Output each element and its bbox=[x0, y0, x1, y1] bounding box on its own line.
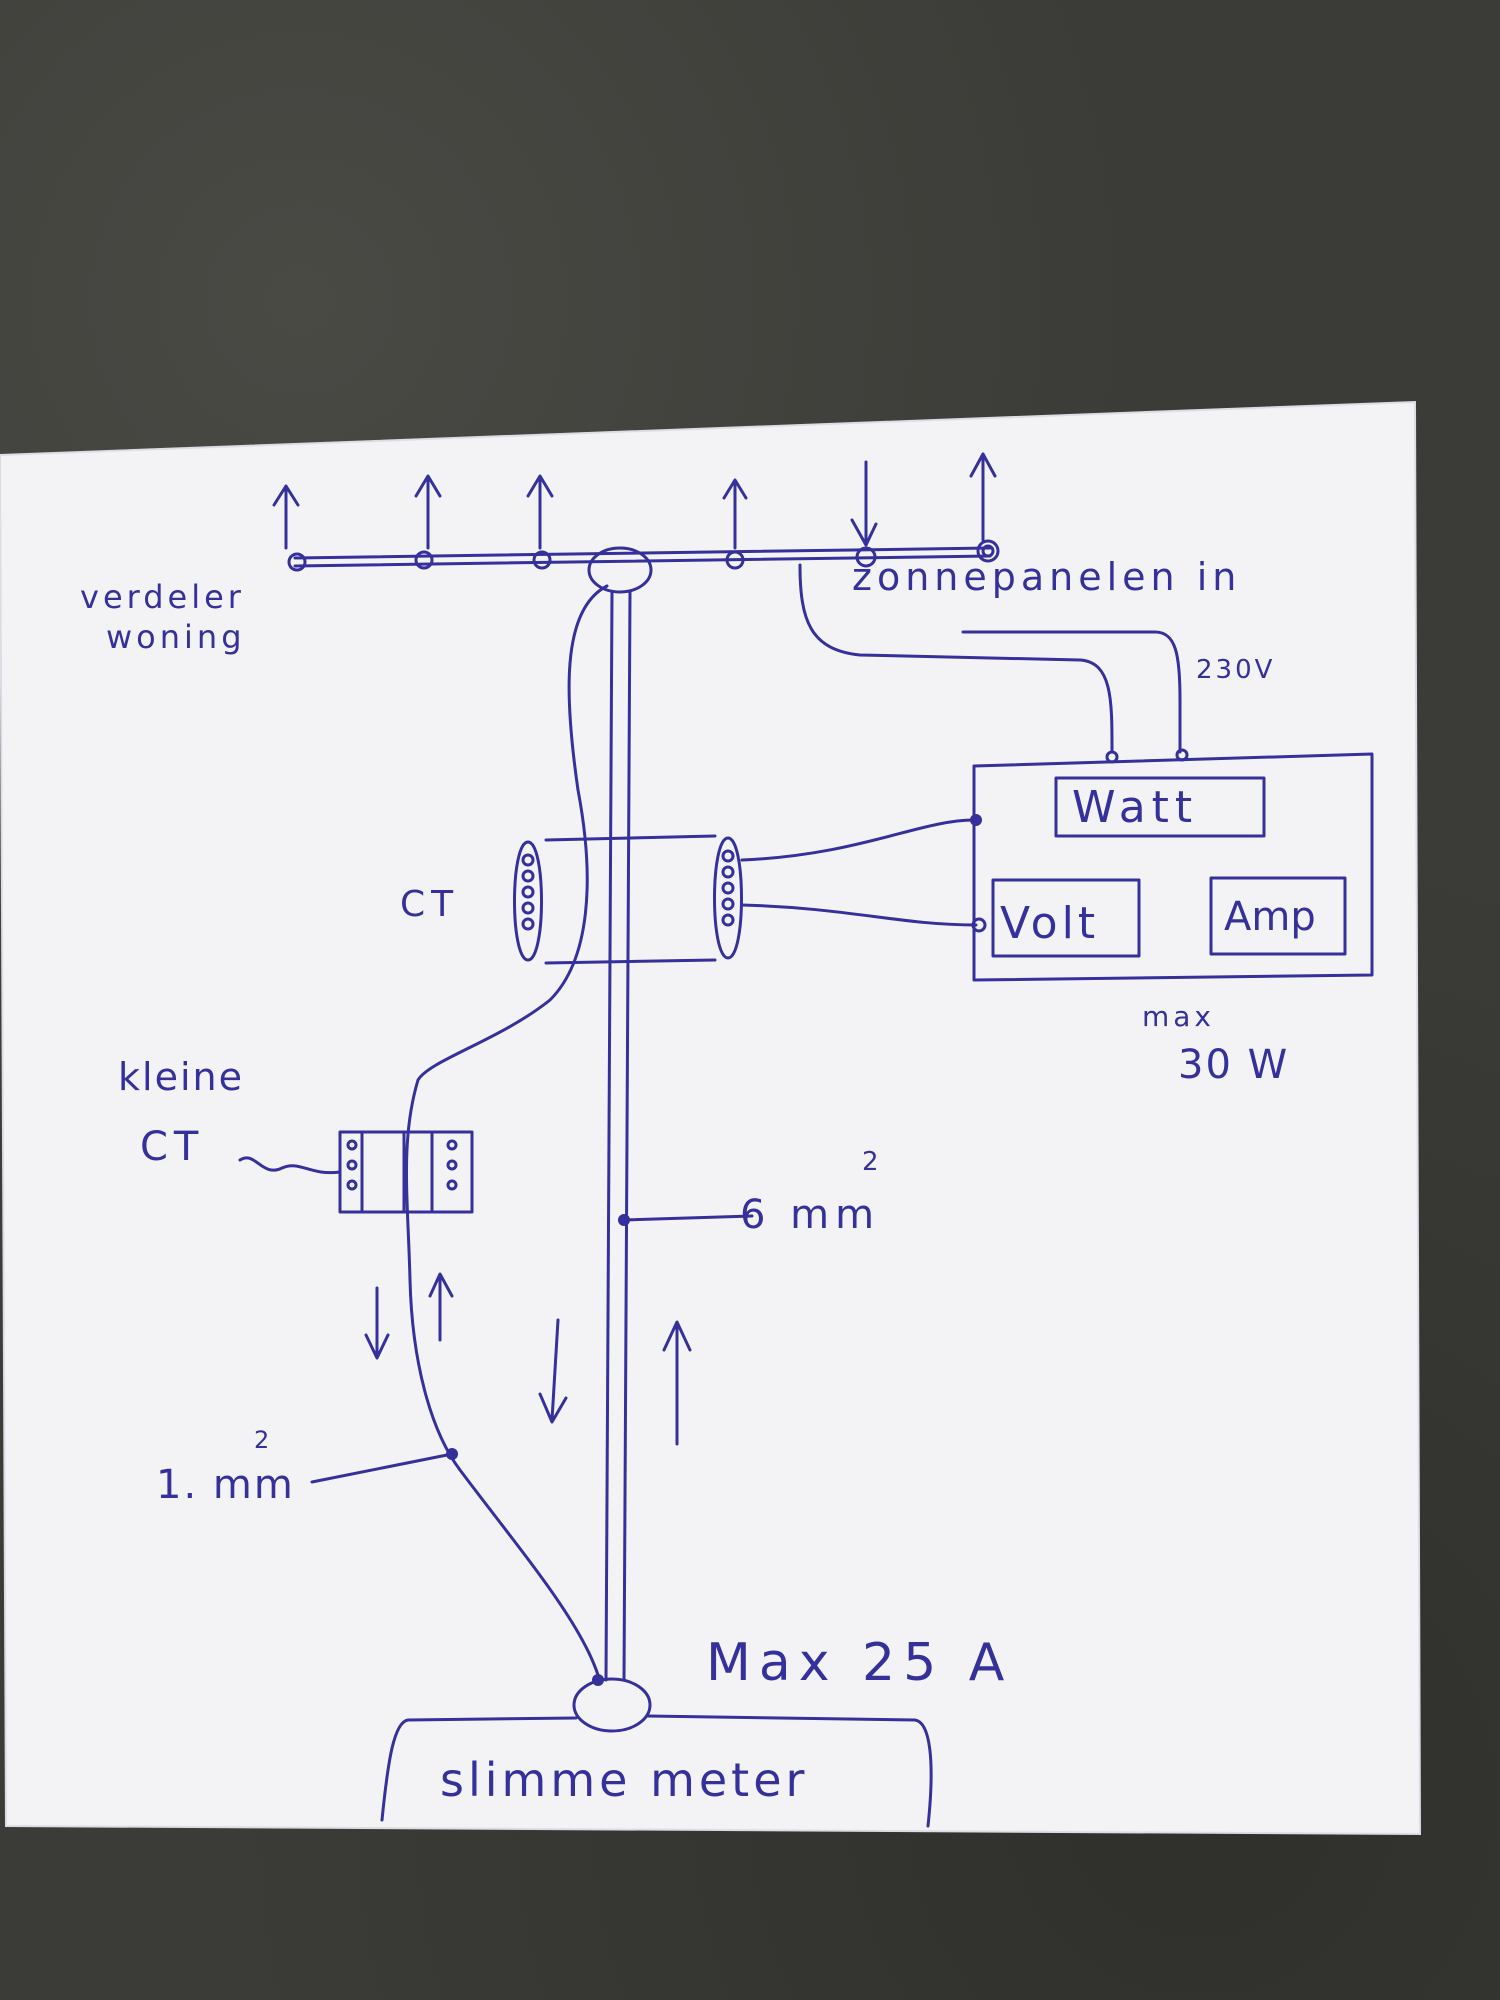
label-ct: CT bbox=[400, 884, 459, 925]
meter-junction bbox=[572, 1677, 652, 1733]
small-current-transformer bbox=[238, 1130, 474, 1214]
label-watt: Watt bbox=[1072, 782, 1198, 833]
power-meter bbox=[970, 752, 1374, 982]
label-max25: Max 25 A bbox=[706, 1633, 1012, 1693]
label-230v: 230V bbox=[1196, 655, 1275, 685]
arrow-down-icon bbox=[850, 460, 878, 547]
label-verdeler: verdeler bbox=[80, 578, 245, 616]
arrow-up-icon bbox=[428, 1272, 692, 1446]
current-transformer bbox=[513, 818, 978, 965]
label-max: max bbox=[1142, 1000, 1215, 1033]
label-slimme-meter: slimme meter bbox=[440, 1753, 808, 1807]
label-zonnepanelen: zonnepanelen in bbox=[852, 555, 1241, 599]
leader-6mm bbox=[622, 1214, 754, 1222]
label-6mm-sup: 2 bbox=[862, 1147, 879, 1177]
supply-wire-230v bbox=[961, 630, 1182, 754]
label-30w: 30 W bbox=[1178, 1042, 1289, 1088]
label-amp: Amp bbox=[1224, 894, 1316, 940]
amp-display bbox=[1209, 876, 1347, 956]
terminal-1 bbox=[287, 552, 307, 572]
thin-conductor bbox=[405, 584, 609, 1677]
measurement-wire bbox=[798, 563, 1114, 752]
arrow-down-icon bbox=[364, 1286, 568, 1424]
terminal-7 bbox=[976, 539, 1000, 563]
paper-sheet bbox=[0, 402, 1420, 1834]
label-kleine: kleine bbox=[118, 1055, 244, 1099]
smart-meter bbox=[380, 1674, 933, 1828]
label-kleine-ct: CT bbox=[140, 1124, 204, 1170]
label-volt: Volt bbox=[1000, 898, 1099, 949]
main-junction bbox=[587, 546, 653, 594]
terminal-5 bbox=[725, 550, 745, 570]
terminal-6 bbox=[855, 546, 877, 568]
label-6mm: 6 mm bbox=[740, 1192, 880, 1238]
watt-display bbox=[1054, 776, 1266, 838]
label-woning: woning bbox=[106, 618, 246, 656]
label-1mm-sup: 2 bbox=[254, 1426, 269, 1454]
leader-1mm bbox=[310, 1452, 454, 1484]
main-conductor bbox=[604, 590, 614, 1682]
arrow-up-icon bbox=[272, 452, 997, 550]
distribution-busbar bbox=[287, 539, 1000, 594]
label-1mm: 1. mm bbox=[156, 1462, 295, 1508]
volt-display bbox=[991, 878, 1141, 958]
terminal-2 bbox=[414, 550, 434, 570]
terminal-3 bbox=[532, 550, 552, 570]
